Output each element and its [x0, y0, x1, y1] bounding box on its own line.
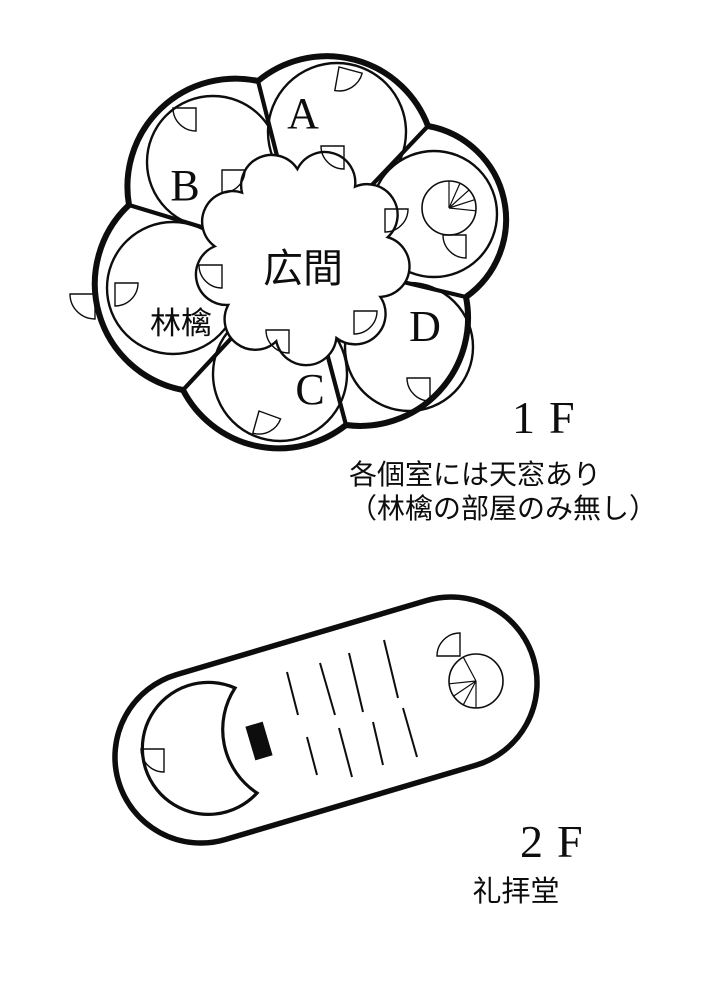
- door-arc-apse: [140, 748, 165, 773]
- floor1-plan: A B C D 林檎 広間 1F 各個室には天窓あり （林檎の部屋のみ無し）: [69, 53, 657, 525]
- pew-line: [372, 721, 384, 766]
- door-arc-hall-room-a: [320, 145, 345, 170]
- door-arc-hall-room-apple: [198, 264, 223, 289]
- pew-line: [338, 727, 353, 778]
- wall-a-stair: [364, 123, 431, 194]
- pew-line: [402, 707, 418, 758]
- door-arc-apple-entrance: [69, 293, 96, 320]
- room-d-label: D: [409, 302, 441, 351]
- pew-line: [286, 671, 299, 716]
- floor2-plan: 2F 礼拝堂: [112, 594, 597, 908]
- hall-label: 広間: [263, 246, 343, 291]
- pew-line: [383, 639, 399, 699]
- room-apple-label: 林檎: [150, 306, 212, 341]
- door-arc-room-b-outer: [172, 107, 197, 132]
- door-arc-hall-room-d: [353, 310, 378, 335]
- door-arc-room-apple-inner: [114, 282, 139, 307]
- door-arc-room-a-outer: [333, 66, 364, 92]
- wall-apple-b: [126, 202, 218, 234]
- apse-crescent: [140, 680, 260, 816]
- door-arc-hall-room-c: [265, 329, 290, 354]
- room-c-label: C: [295, 365, 324, 414]
- door-arc-room-c-outer: [251, 410, 282, 435]
- door-arc-stair-room-outer: [442, 234, 467, 259]
- spiral-staircase-2f-icon: [448, 653, 504, 709]
- room-b-label: B: [170, 161, 199, 210]
- floor1-note-line2: （林檎の部屋のみ無し）: [349, 493, 657, 525]
- pew-line: [348, 652, 364, 713]
- floor2-tag: 2F: [520, 816, 597, 867]
- spiral-staircase-1f-icon: [421, 180, 477, 236]
- hall-outline: [194, 150, 411, 367]
- wall-d-c: [323, 345, 349, 428]
- pew-line: [319, 662, 336, 716]
- door-arc-hall-stair-room: [384, 208, 409, 233]
- door-arc-room-d-outer: [406, 377, 431, 402]
- room-a-label: A: [287, 89, 319, 138]
- altar-block: [245, 721, 273, 761]
- chapel-label: 礼拝堂: [472, 875, 559, 908]
- door-arc-stair-2f: [436, 632, 461, 657]
- pew-rows: [286, 639, 418, 778]
- floor1-tag: 1F: [512, 392, 589, 443]
- floor1-note-line1: 各個室には天窓あり: [349, 459, 601, 491]
- door-arc-hall-room-b: [221, 169, 246, 194]
- pew-line: [306, 736, 318, 776]
